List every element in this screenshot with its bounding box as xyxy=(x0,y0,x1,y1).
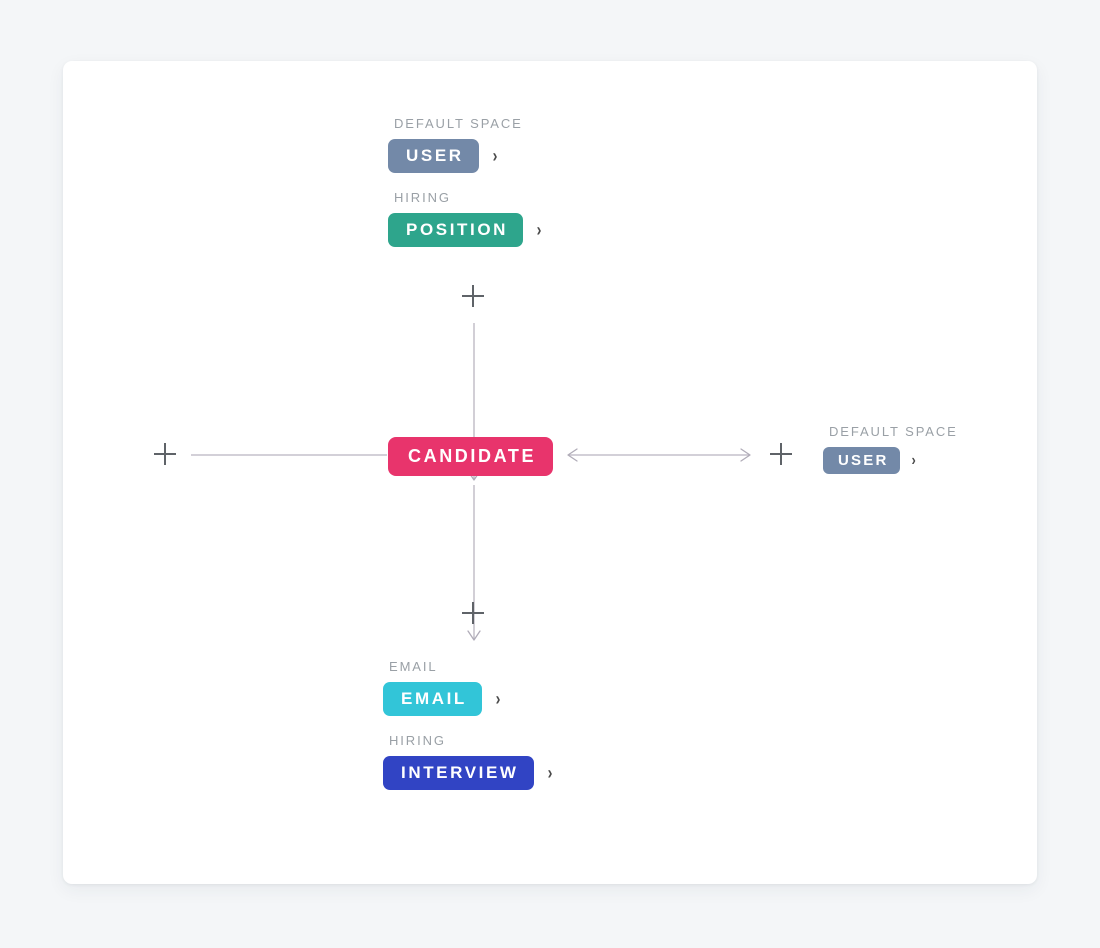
plus-icon-add-right[interactable] xyxy=(770,443,792,465)
plus-icon-add-left[interactable] xyxy=(154,443,176,465)
badge-candidate[interactable]: CANDIDATE xyxy=(388,437,554,476)
badge-row-interview: INTERVIEW › xyxy=(383,756,553,790)
chevron-right-icon-user-top[interactable]: › xyxy=(492,145,498,166)
badge-row-email: EMAIL › xyxy=(383,682,501,716)
space-label-default-space-top: DEFAULT SPACE xyxy=(394,116,523,131)
chevron-right-icon-email[interactable]: › xyxy=(495,688,501,709)
right-connector xyxy=(565,448,753,462)
badge-row-position: POSITION › xyxy=(388,213,542,247)
node-group-user-top: DEFAULT SPACE USER › xyxy=(388,116,523,173)
badge-position[interactable]: POSITION xyxy=(388,213,524,247)
node-group-user-right: DEFAULT SPACE USER › xyxy=(823,424,958,475)
badge-email[interactable]: EMAIL xyxy=(383,682,482,716)
node-group-email: EMAIL EMAIL › xyxy=(383,659,501,716)
space-label-hiring-top: HIRING xyxy=(394,190,451,205)
diagram-card: DEFAULT SPACE USER › HIRING POSITION › C… xyxy=(63,61,1037,884)
badge-interview[interactable]: INTERVIEW xyxy=(383,756,534,790)
node-group-interview: HIRING INTERVIEW › xyxy=(383,733,553,790)
plus-icon-add-top[interactable] xyxy=(462,285,484,307)
space-label-hiring-bottom: HIRING xyxy=(389,733,446,748)
chevron-right-icon-interview[interactable]: › xyxy=(547,762,552,783)
badge-user-top[interactable]: USER xyxy=(388,139,479,173)
badge-row-user-right: USER › xyxy=(823,447,958,475)
plus-icon-add-bottom[interactable] xyxy=(462,602,484,624)
space-label-email: EMAIL xyxy=(389,659,438,674)
chevron-right-icon-user-right[interactable]: › xyxy=(912,451,917,469)
node-group-position: HIRING POSITION › xyxy=(388,190,542,247)
badge-user-right[interactable]: USER xyxy=(823,447,901,475)
left-connector xyxy=(191,453,387,457)
chevron-right-icon-position[interactable]: › xyxy=(536,219,542,240)
badge-row-candidate: CANDIDATE xyxy=(388,437,554,476)
space-label-default-space-right: DEFAULT SPACE xyxy=(829,424,958,439)
badge-row-user-top: USER › xyxy=(388,139,523,173)
